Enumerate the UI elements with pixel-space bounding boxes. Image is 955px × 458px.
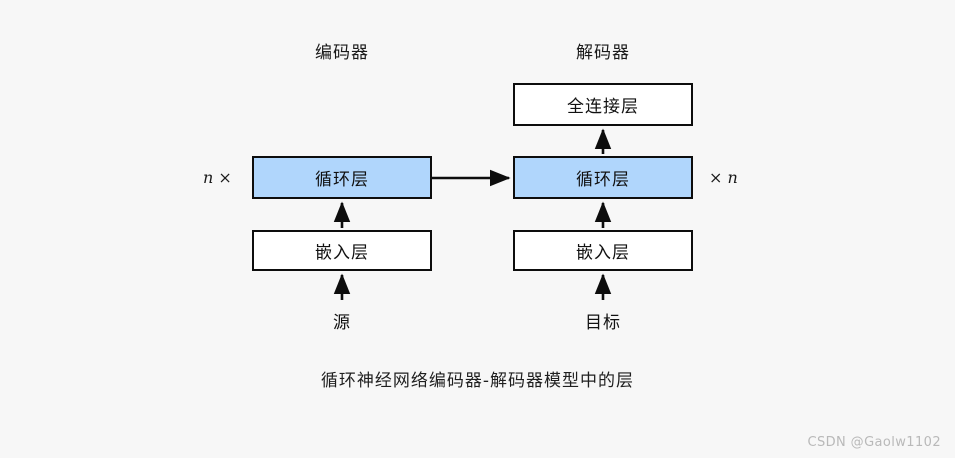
- csdn-watermark: CSDN @Gaolw1102: [807, 435, 941, 450]
- decoder-column-title: 解码器: [576, 43, 630, 63]
- decoder-embedding-layer-box: 嵌入层: [513, 230, 693, 271]
- decoder-target-input-label: 目标: [585, 313, 621, 333]
- encoder-column-title: 编码器: [315, 43, 369, 63]
- encoder-recurrent-layer-box: 循环层: [252, 156, 432, 199]
- encoder-repeat-n-symbol: n: [203, 168, 214, 187]
- encoder-repeat-multiplier-label: n ×: [203, 168, 232, 187]
- decoder-repeat-n-symbol: n: [727, 168, 738, 187]
- decoder-dense-layer-box: 全连接层: [513, 83, 693, 126]
- decoder-recurrent-layer-box: 循环层: [513, 156, 693, 199]
- decoder-repeat-times-symbol: ×: [709, 168, 723, 187]
- encoder-embedding-layer-box: 嵌入层: [252, 230, 432, 271]
- encoder-repeat-times-symbol: ×: [218, 168, 232, 187]
- decoder-repeat-multiplier-label: × n: [709, 168, 738, 187]
- encoder-source-input-label: 源: [333, 313, 351, 333]
- diagram-caption: 循环神经网络编码器-解码器模型中的层: [320, 371, 635, 391]
